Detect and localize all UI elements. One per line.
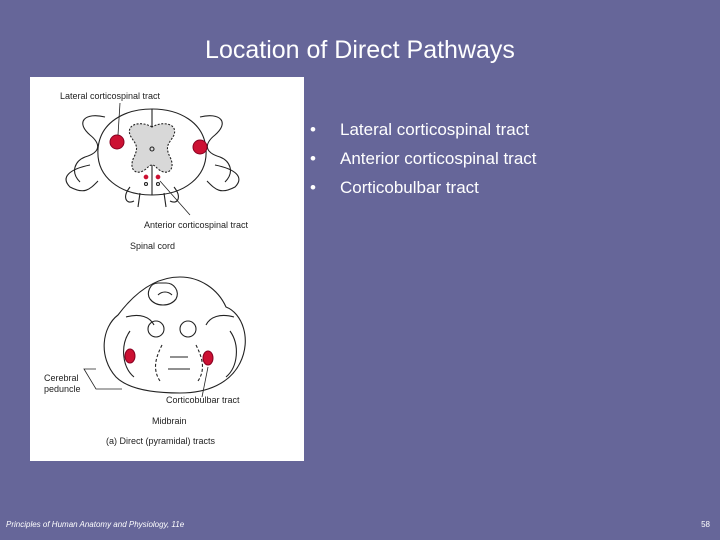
figure-caption: (a) Direct (pyramidal) tracts — [106, 436, 215, 446]
spinal-cord-diagram — [66, 109, 239, 207]
bullet-item: •Corticobulbar tract — [310, 176, 537, 205]
page-number: 58 — [701, 520, 710, 529]
bullet-text: Lateral corticospinal tract — [340, 120, 529, 139]
bullet-text: Corticobulbar tract — [340, 178, 479, 197]
label-lateral-corticospinal: Lateral corticospinal tract — [60, 91, 160, 101]
lateral-tract-right — [193, 140, 207, 154]
label-corticobulbar: Corticobulbar tract — [166, 395, 240, 405]
label-peduncle: peduncle — [44, 384, 81, 394]
corticobulbar-tract-right — [203, 351, 213, 365]
midbrain-diagram — [104, 277, 245, 393]
bullet-item: •Anterior corticospinal tract — [310, 147, 537, 176]
slide-title: Location of Direct Pathways — [0, 36, 720, 65]
lateral-tract-left — [110, 135, 124, 149]
bullet-item: •Lateral corticospinal tract — [310, 118, 537, 147]
bullet-list: •Lateral corticospinal tract •Anterior c… — [310, 118, 537, 205]
label-midbrain: Midbrain — [152, 416, 187, 426]
label-spinal-cord: Spinal cord — [130, 241, 175, 251]
label-anterior-corticospinal: Anterior corticospinal tract — [144, 220, 248, 230]
footer-source: Principles of Human Anatomy and Physiolo… — [6, 520, 184, 529]
bullet-marker: • — [310, 176, 340, 200]
direct-pathways-figure: Lateral corticospinal tract Anterior cor… — [30, 77, 304, 461]
bullet-marker: • — [310, 147, 340, 171]
corticobulbar-tract-left — [125, 349, 135, 363]
bullet-marker: • — [310, 118, 340, 142]
label-cerebral: Cerebral — [44, 373, 79, 383]
bullet-text: Anterior corticospinal tract — [340, 149, 537, 168]
